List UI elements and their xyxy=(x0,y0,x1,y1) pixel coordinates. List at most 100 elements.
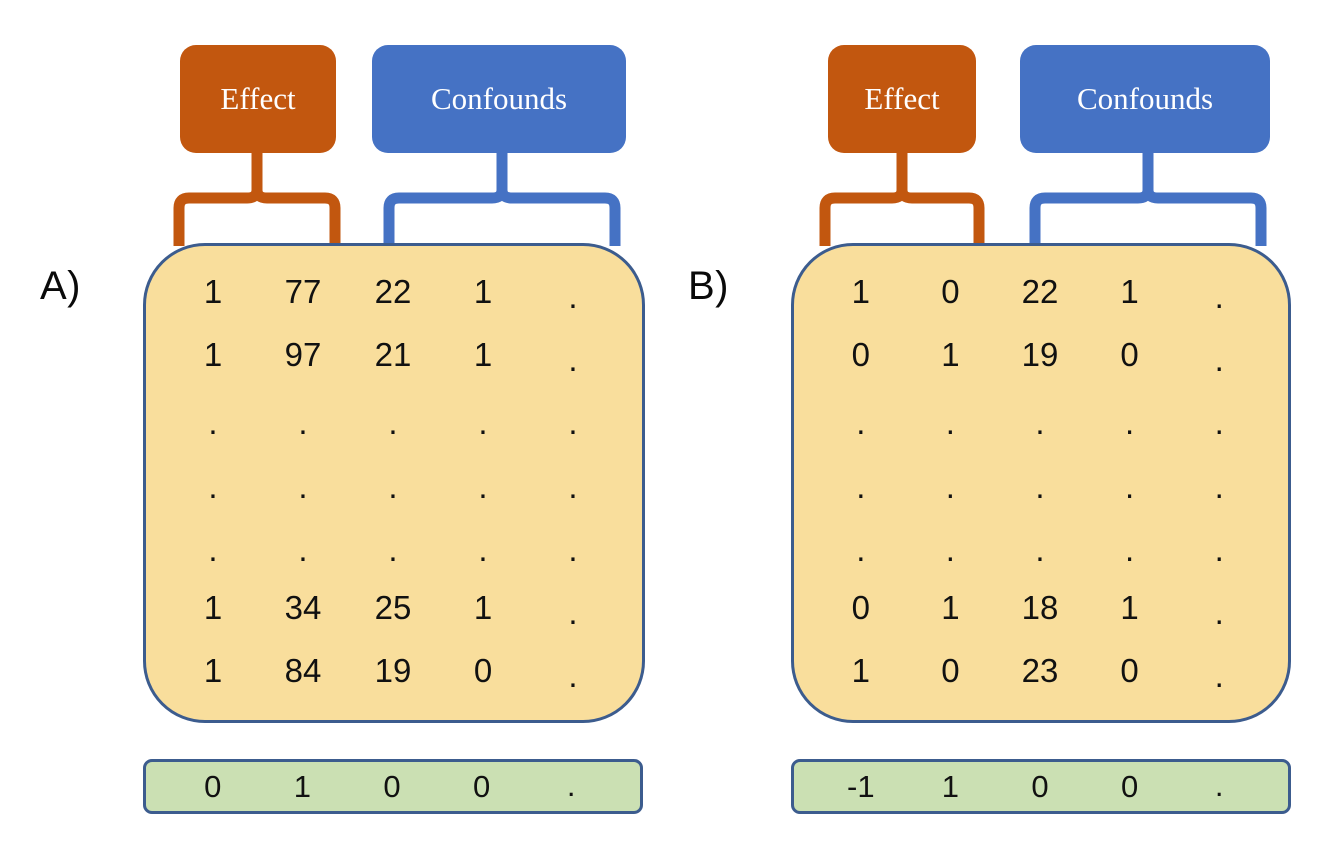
contrast-vector-b: -1 1 0 0 . xyxy=(791,759,1291,814)
matrix-cell: . xyxy=(1214,593,1224,631)
matrix-cell: . xyxy=(945,530,955,568)
panel-b-letter: B) xyxy=(688,264,729,308)
matrix-cell: . xyxy=(568,593,578,631)
contrast-cell: -1 xyxy=(847,769,875,804)
contrast-cell: . xyxy=(566,768,576,803)
panel-a-letter: A) xyxy=(40,264,81,308)
matrix-cell: 1 xyxy=(851,651,870,689)
matrix-cell: . xyxy=(568,278,578,316)
group-label-confounds-a-text: Confounds xyxy=(430,81,568,116)
contrast-cell: 0 xyxy=(1031,769,1049,804)
design-matrix-a-grid: 1 77 22 1 . 1 97 21 1 . . . . . . . . . … xyxy=(146,246,642,720)
group-label-effect-b: Effect xyxy=(828,45,976,153)
matrix-cell: . xyxy=(298,404,308,442)
matrix-cell: . xyxy=(208,530,218,568)
matrix-cell: 1 xyxy=(941,588,960,626)
matrix-cell: . xyxy=(298,530,308,568)
matrix-cell: 1 xyxy=(203,588,223,626)
group-label-confounds-b-text: Confounds xyxy=(1076,81,1214,116)
matrix-cell: . xyxy=(1125,467,1135,505)
matrix-cell: . xyxy=(1214,467,1224,505)
panel-a: A) Effect Confounds 1 77 22 1 . 1 97 21 … xyxy=(0,0,666,867)
matrix-cell: . xyxy=(1125,530,1135,568)
matrix-cell: . xyxy=(945,404,955,442)
matrix-cell: 34 xyxy=(284,588,322,626)
contrast-vector-a: 0 1 0 0 . xyxy=(143,759,643,814)
matrix-cell: 1 xyxy=(473,273,493,311)
design-matrix-b-grid: 1 0 22 1 . 0 1 19 0 . . . . . . . . . . … xyxy=(794,246,1288,720)
contrast-cell: 0 xyxy=(472,769,491,804)
group-label-effect-a: Effect xyxy=(180,45,336,153)
contrast-cell: 0 xyxy=(383,769,401,804)
matrix-cell: 0 xyxy=(1120,336,1139,374)
matrix-cell: 1 xyxy=(203,273,223,311)
matrix-cell: . xyxy=(568,341,578,379)
matrix-cell: . xyxy=(478,467,488,505)
matrix-cell: . xyxy=(388,404,398,442)
matrix-cell: 84 xyxy=(284,651,322,689)
brace-effect-b-icon xyxy=(819,152,985,246)
matrix-cell: . xyxy=(388,467,398,505)
matrix-cell: 0 xyxy=(1120,651,1139,689)
matrix-cell: 0 xyxy=(473,651,493,689)
matrix-cell: . xyxy=(388,530,398,568)
matrix-cell: 19 xyxy=(1021,336,1059,374)
brace-confounds-b-icon xyxy=(1029,152,1267,246)
matrix-cell: . xyxy=(208,404,218,442)
matrix-cell: . xyxy=(208,467,218,505)
matrix-cell: 97 xyxy=(284,336,322,374)
matrix-cell: . xyxy=(945,467,955,505)
brace-confounds-a-icon xyxy=(383,152,621,246)
matrix-cell: 1 xyxy=(473,336,493,374)
matrix-cell: 19 xyxy=(374,651,412,689)
matrix-cell: 25 xyxy=(374,588,412,626)
matrix-cell: . xyxy=(856,404,866,442)
matrix-cell: 22 xyxy=(374,273,412,311)
matrix-cell: . xyxy=(1125,404,1135,442)
matrix-cell: . xyxy=(856,530,866,568)
matrix-cell: 1 xyxy=(941,336,960,374)
matrix-cell: . xyxy=(1214,656,1224,694)
matrix-cell: 1 xyxy=(473,588,493,626)
matrix-cell: . xyxy=(478,530,488,568)
matrix-cell: . xyxy=(568,467,578,505)
group-label-confounds-a: Confounds xyxy=(372,45,626,153)
matrix-cell: . xyxy=(568,404,578,442)
group-label-effect-b-text: Effect xyxy=(864,81,940,116)
matrix-cell: . xyxy=(1214,341,1224,379)
contrast-cell: 0 xyxy=(1120,769,1139,804)
matrix-cell: . xyxy=(298,467,308,505)
matrix-cell: 18 xyxy=(1021,588,1059,626)
group-label-confounds-b: Confounds xyxy=(1020,45,1270,153)
matrix-cell: 77 xyxy=(284,273,322,311)
matrix-cell: 1 xyxy=(1120,588,1139,626)
matrix-cell: . xyxy=(568,530,578,568)
matrix-cell: . xyxy=(1214,278,1224,316)
matrix-cell: . xyxy=(1035,467,1045,505)
matrix-cell: . xyxy=(1214,404,1224,442)
matrix-cell: 1 xyxy=(1120,273,1139,311)
matrix-cell: . xyxy=(568,656,578,694)
design-matrix-b: 1 0 22 1 . 0 1 19 0 . . . . . . . . . . … xyxy=(791,243,1291,723)
contrast-cell: 0 xyxy=(204,769,222,804)
group-label-effect-a-text: Effect xyxy=(220,81,296,116)
matrix-cell: . xyxy=(1214,530,1224,568)
matrix-cell: 1 xyxy=(851,273,870,311)
design-matrix-a: 1 77 22 1 . 1 97 21 1 . . . . . . . . . … xyxy=(143,243,645,723)
matrix-cell: 0 xyxy=(851,588,870,626)
contrast-cell: 1 xyxy=(293,769,312,804)
matrix-cell: 0 xyxy=(851,336,870,374)
matrix-cell: . xyxy=(856,467,866,505)
contrast-cell: 1 xyxy=(941,769,960,804)
panel-b: B) Effect Confounds 1 0 22 1 . 0 1 19 0 … xyxy=(648,0,1314,867)
matrix-cell: 1 xyxy=(203,336,223,374)
matrix-cell: . xyxy=(1035,530,1045,568)
brace-effect-a-icon xyxy=(173,152,341,246)
matrix-cell: . xyxy=(478,404,488,442)
matrix-cell: 23 xyxy=(1021,651,1059,689)
matrix-cell: 0 xyxy=(941,273,960,311)
matrix-cell: 21 xyxy=(374,336,412,374)
matrix-cell: 22 xyxy=(1021,273,1059,311)
matrix-cell: . xyxy=(1035,404,1045,442)
matrix-cell: 1 xyxy=(203,651,223,689)
